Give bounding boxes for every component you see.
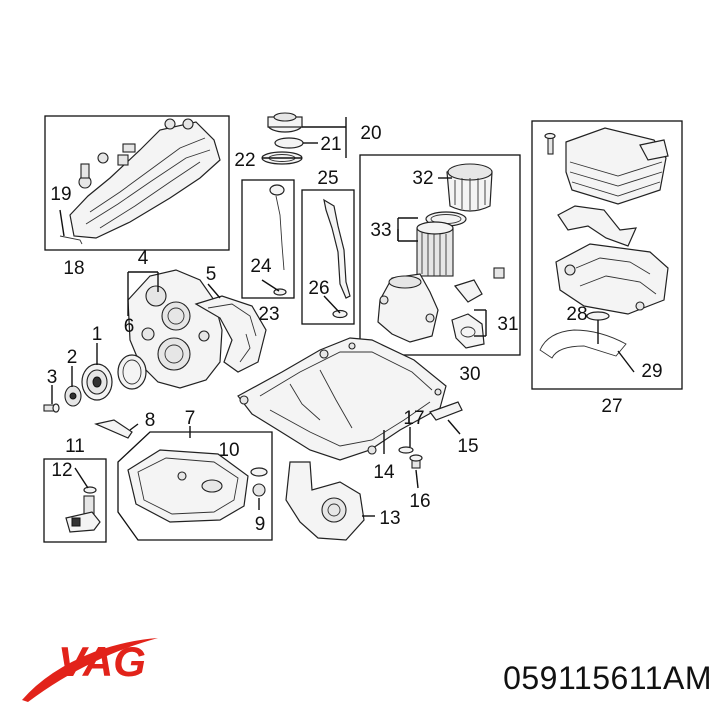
callout-9: 9 (255, 514, 266, 535)
callout-22: 22 (234, 150, 255, 171)
callout-13: 13 (379, 508, 400, 529)
callout-1: 1 (92, 324, 103, 345)
callout-16: 16 (409, 491, 430, 512)
guide-tube-group (301, 189, 355, 325)
callout-6: 6 (124, 316, 135, 337)
callout-2: 2 (67, 347, 78, 368)
callout-31: 31 (497, 314, 518, 335)
callout-29: 29 (641, 361, 662, 382)
callout-7: 7 (185, 408, 196, 429)
callout-26: 26 (308, 278, 329, 299)
logo-text: VAG (58, 638, 146, 685)
callout-30: 30 (459, 364, 480, 385)
dipstick-group (241, 179, 295, 299)
oil-filler-cap-group (261, 112, 347, 165)
callout-21: 21 (320, 134, 341, 155)
callout-15: 15 (457, 436, 478, 457)
cylinder-head-cover-group (44, 115, 230, 251)
oil-pan-upper-group (237, 337, 463, 541)
callout-27: 27 (601, 396, 622, 417)
vag-logo: VAG (22, 638, 158, 702)
callout-23: 23 (258, 304, 279, 325)
timing-cover-group (127, 269, 267, 389)
callout-33: 33 (370, 220, 391, 241)
oil-cooler-group (531, 120, 683, 390)
callout-4: 4 (138, 248, 149, 269)
callout-17: 17 (403, 408, 424, 429)
callout-14: 14 (373, 462, 395, 483)
callout-20: 20 (360, 123, 381, 144)
oil-pan-lower-group (117, 426, 273, 541)
callout-11: 11 (65, 436, 85, 457)
part-number: 059115611AM (503, 660, 712, 696)
callout-12: 12 (51, 460, 72, 481)
callout-19: 19 (50, 184, 71, 205)
callout-10: 10 (218, 440, 239, 461)
sealant-tube-8 (94, 419, 139, 439)
oil-filter-housing-group (359, 154, 521, 356)
callout-8: 8 (145, 410, 156, 431)
callout-18: 18 (63, 258, 84, 279)
callout-28: 28 (566, 304, 587, 325)
callout-3: 3 (47, 367, 58, 388)
pulley-group (43, 343, 147, 413)
level-sensor-group (43, 458, 107, 543)
callout-labels: 1 2 3 4 5 6 7 8 9 10 11 12 13 14 15 16 1… (47, 123, 663, 535)
callout-5: 5 (206, 264, 217, 285)
callout-25: 25 (317, 168, 338, 189)
callout-24: 24 (250, 256, 272, 277)
callout-32: 32 (412, 168, 433, 189)
logo-swoosh (22, 638, 158, 702)
